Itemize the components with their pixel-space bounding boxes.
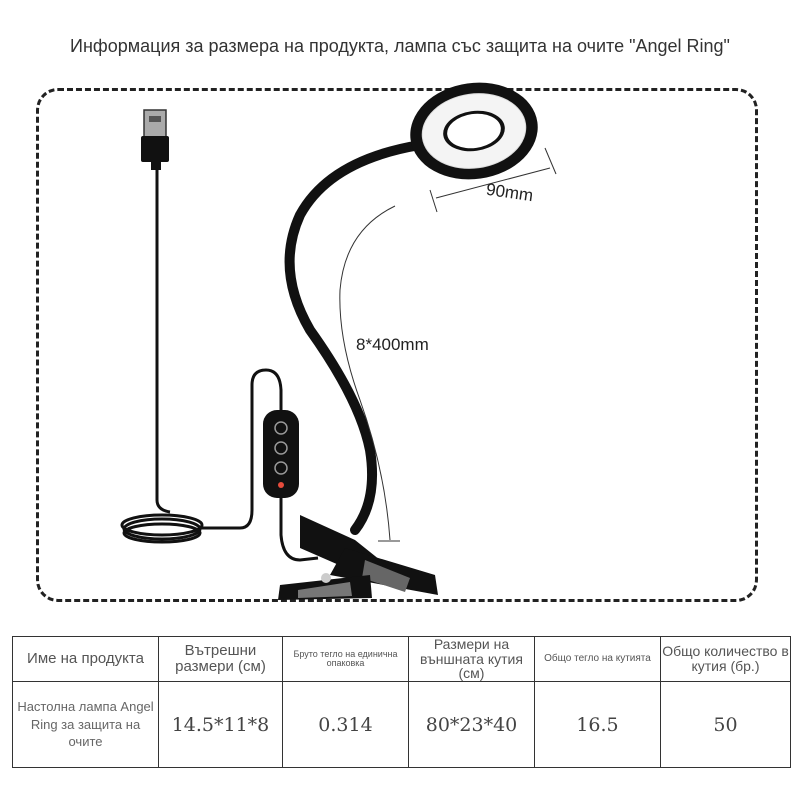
page-title: Информация за размера на продукта, лампа… <box>70 36 730 56</box>
ring-lamp-icon <box>410 82 538 180</box>
header-total-weight: Общо тегло на кутията <box>534 635 661 683</box>
cell-quantity: 50 <box>660 681 791 768</box>
header-product-name: Име на продукта <box>12 635 159 683</box>
gooseneck-arm <box>284 140 425 535</box>
cell-outer-size: 80*23*40 <box>408 681 535 768</box>
clamp-icon <box>278 515 438 600</box>
table-row: Настолна лампа Angel Ring за защита на о… <box>12 681 791 768</box>
cell-product-name: Настолна лампа Angel Ring за защита на о… <box>12 681 159 768</box>
cell-gross-weight: 0.314 <box>282 681 409 768</box>
header-inner-size: Вътрешни размери (см) <box>158 635 283 683</box>
usb-plug-icon <box>141 109 169 170</box>
header-gross-weight: Бруто тегло на единична опаковка <box>282 635 409 683</box>
gooseneck-length-label: 8*400mm <box>356 335 429 354</box>
spec-table-header-row: Име на продукта Вътрешни размери (см) Бр… <box>12 635 791 683</box>
header-quantity: Общо количество в кутия (бр.) <box>660 635 791 683</box>
cell-inner-size: 14.5*11*8 <box>158 681 283 768</box>
dimension-lines <box>339 147 557 542</box>
header-outer-size: Размери на външната кутия (см) <box>408 635 535 683</box>
product-frame <box>36 88 758 602</box>
cell-total-weight: 16.5 <box>534 681 661 768</box>
remote-control-icon <box>263 410 299 498</box>
coiled-cable <box>120 513 204 544</box>
spec-table: Име на продукта Вътрешни размери (см) Бр… <box>12 635 791 768</box>
